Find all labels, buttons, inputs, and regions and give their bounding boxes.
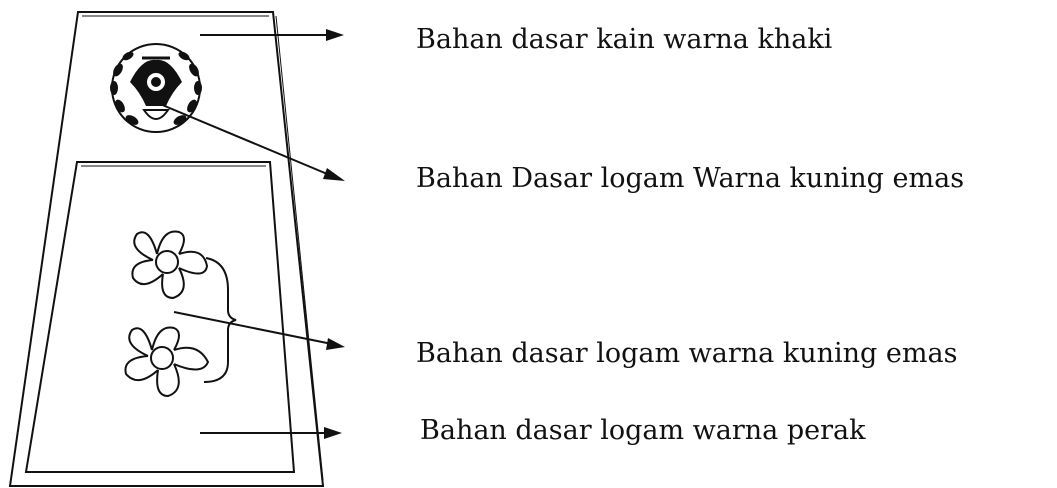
label-flowers-metal: Bahan dasar logam warna kuning emas: [416, 338, 958, 369]
arrow-emblem: [159, 103, 345, 181]
flower-brace: [203, 257, 237, 383]
arrow-inner-panel: [200, 427, 342, 439]
five-petal-flower-icon: [124, 326, 210, 398]
garuda-emblem-icon: [110, 43, 202, 133]
label-emblem-metal: Bahan Dasar logam Warna kuning emas: [416, 163, 965, 194]
arrow-base-fabric: [200, 29, 344, 41]
arrow-flowers: [173, 311, 345, 350]
five-petal-flower-icon: [131, 230, 209, 300]
outer-board: [8, 11, 325, 487]
label-inner-panel-metal: Bahan dasar logam warna perak: [420, 415, 866, 446]
inner-panel: [24, 161, 296, 473]
label-base-fabric: Bahan dasar kain warna khaki: [416, 24, 833, 55]
